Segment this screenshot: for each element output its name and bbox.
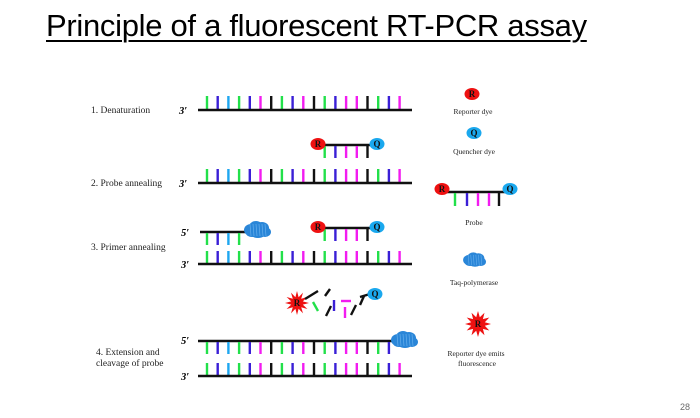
polymerase-texture [411,333,414,347]
probe-fragment [324,305,333,317]
step-label-primer-annealing: 3. Primer annealing [91,243,166,253]
reporter-dye-icon: R [310,221,326,233]
burst-shape [285,291,309,315]
strand-probe-annealing [198,169,412,185]
polymerase-texture [480,254,483,266]
dna-strands [198,96,418,378]
strand-extension [198,331,418,378]
quencher-dye-icon: Q [466,127,482,139]
reporter-dye-shape [464,88,480,100]
page-number: 28 [679,402,690,412]
probe-fragment [358,295,366,306]
step-label-denaturation: 1. Denaturation [91,106,150,116]
legend-label-quencher-dye: Quencher dye [453,147,496,156]
dye-letter: Q [371,289,378,299]
taq-polymerase-icon [244,221,271,238]
legend-label-reporter-dye: Reporter dye [454,107,494,116]
slide-title: Principle of a fluorescent RT-PCR assay [46,8,587,43]
quencher-dye-shape [466,127,482,139]
polymerase-texture [405,333,408,347]
end-label-3prime: 3′ [178,179,187,190]
primer-strand [200,230,250,245]
dye-letter: R [439,184,446,194]
polymerase-lobe [464,259,475,266]
polymerase-texture [399,333,402,347]
polymerase-texture [475,254,477,266]
dye-letter: R [475,319,482,329]
step-label-probe-annealing: 2. Probe annealing [91,179,162,189]
strand-primer-annealing [198,221,412,266]
quencher-dye-icon: Q [502,183,518,195]
quencher-dye-shape [367,288,383,300]
polymerase-texture [261,223,264,237]
legend-labels: Reporter dye Quencher dye Probe Taq-poly… [448,107,507,368]
dye-letter: R [469,89,476,99]
dye-letter: R [294,298,301,308]
dye-letter: Q [373,139,380,149]
polymerase-lobe [393,339,405,347]
end-label-5prime: 5′ [181,336,189,347]
polymerase-texture [467,254,470,266]
dye-letter: Q [506,184,513,194]
cleaved-probe-fragments: RQ [285,288,383,318]
quencher-dye-shape [502,183,518,195]
polymerase-lobe [246,229,258,237]
reporter-dye-shape [310,221,326,233]
probe-fragment [311,301,320,312]
polymerase-texture [478,254,480,266]
polymerase-texture [258,223,261,237]
polymerase-texture [396,333,399,347]
polymerase-texture [255,223,258,237]
end-label-3prime: 3′ [180,260,189,271]
polymerase-texture [470,254,472,266]
probe-fragment [324,288,331,297]
taq-polymerase-icon [463,252,487,267]
dye-letter: R [315,139,322,149]
reporter-dye-icon: R [464,88,480,100]
legend-label-probe: Probe [465,218,483,227]
dye-letter: R [315,222,322,232]
end-label-3prime: 3′ [178,106,187,117]
end-label-3prime: 3′ [180,372,189,383]
probe-fragment [304,289,319,301]
reporter-dye-shape [434,183,450,195]
quencher-dye-shape [369,138,385,150]
legend-label-taq-polymerase: Taq-polymerase [450,278,499,287]
fluorescence-burst-icon: R [285,291,309,315]
quencher-dye-shape [369,221,385,233]
reporter-dye-icon: R [434,183,450,195]
legend-label-reporter-emits: Reporter dye emits fluorescence [448,349,507,368]
fluorescence-burst-icon: R [465,311,491,337]
polymerase-texture [408,333,411,347]
burst-shape [465,311,491,337]
step-labels: 1. Denaturation 2. Probe annealing 3. Pr… [91,106,166,369]
taq-polymerase-icon [391,331,418,348]
polymerase-texture [473,254,475,266]
step-label-extension: 4. Extension and cleavage of probe [96,348,164,369]
reporter-dye-shape [310,138,326,150]
polymerase-texture [264,223,267,237]
end-label-5prime: 5′ [181,228,189,239]
quencher-dye-icon: Q [367,288,383,300]
polymerase-texture [402,333,405,347]
strand-denaturation [198,96,412,112]
quencher-dye-icon: Q [369,221,385,233]
dye-letter: Q [470,128,477,138]
reporter-dye-icon: R [310,138,326,150]
probe-fragment [349,304,358,316]
end-labels: 3′ 3′ 5′ 3′ 5′ 3′ [178,106,189,383]
quencher-dye-icon: Q [369,138,385,150]
dye-letter: Q [373,222,380,232]
polymerase-texture [252,223,255,237]
polymerase-texture [249,223,252,237]
